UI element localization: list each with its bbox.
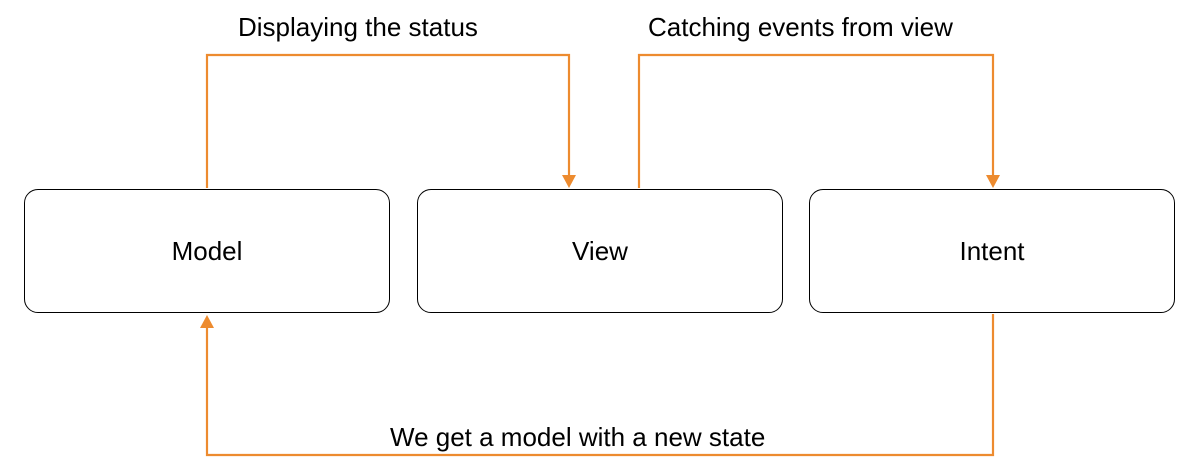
arrow-intent-to-model [205,314,995,457]
model-node-label: Model [171,235,243,266]
arrow-model-to-view [205,53,571,188]
view-node-label: View [572,235,628,266]
model-to-view-label: Displaying the status [238,12,478,42]
view-node: View [417,189,783,313]
arrowhead-into-view [562,175,576,188]
arrowhead-into-model [200,315,214,328]
arrow-view-to-intent [637,53,995,188]
arrowhead-into-intent [986,175,1000,188]
intent-to-model-label: We get a model with a new state [390,422,766,452]
intent-node-label: Intent [959,235,1025,266]
intent-node: Intent [809,189,1175,313]
view-to-intent-label: Catching events from view [648,12,953,42]
model-node: Model [24,189,390,313]
